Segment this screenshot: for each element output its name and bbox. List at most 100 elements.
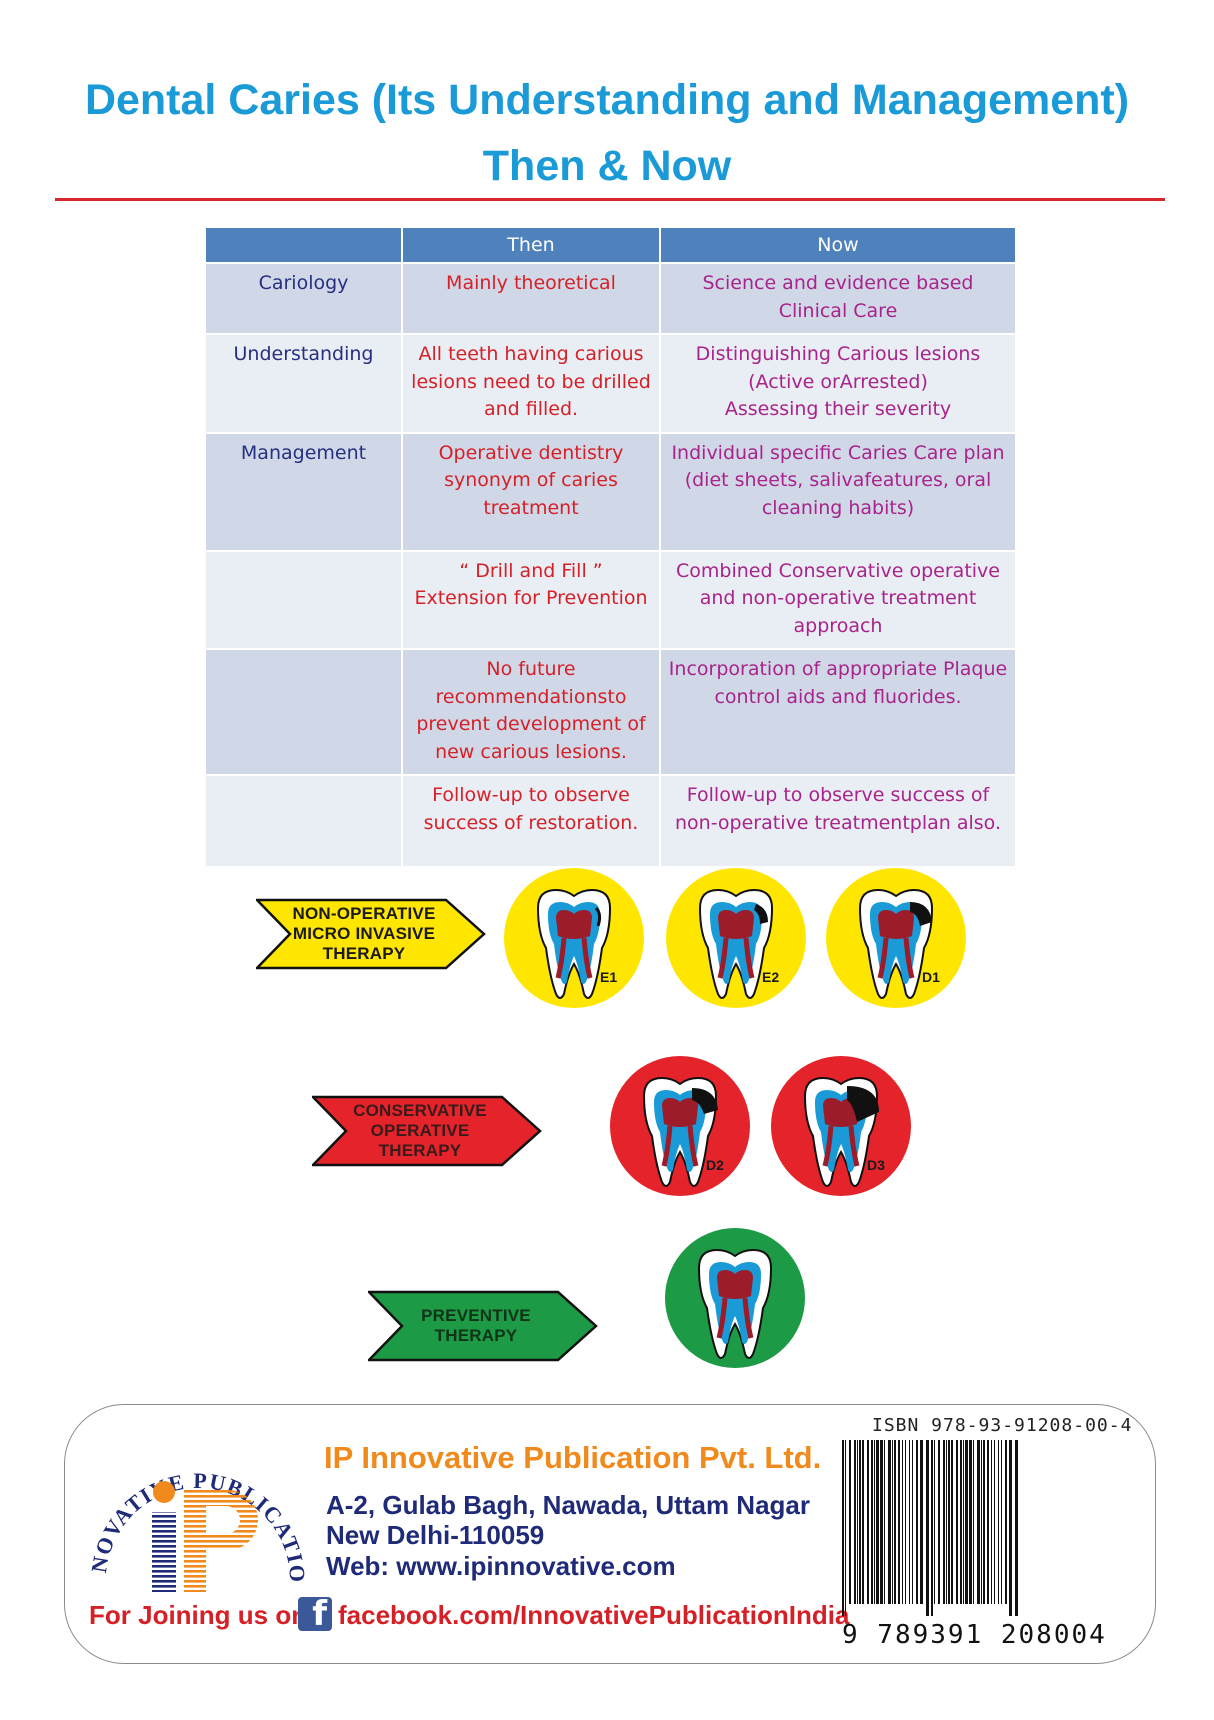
barcode-bar	[991, 1440, 992, 1604]
cell-line: Follow-up to observe success of	[686, 784, 990, 806]
stage-label: D2	[706, 1157, 724, 1173]
stage-label: D3	[867, 1157, 885, 1173]
table-row: “ Drill and Fill ” Extension for Preventi…	[206, 550, 1017, 650]
tooth-icon	[642, 1076, 718, 1187]
cell-line: Follow-up to observe	[432, 784, 630, 806]
cell-line: No future	[486, 658, 576, 680]
page-title: Dental Caries (Its Understanding and Man…	[84, 76, 1130, 124]
barcode-bar	[916, 1440, 918, 1604]
barcode-bar	[960, 1440, 962, 1604]
address-line: A-2, Gulab Bagh, Nawada, Uttam Nagar	[326, 1490, 810, 1520]
therapy-label-line: PREVENTIVE	[421, 1306, 531, 1325]
cell-line: recommendationsto	[435, 685, 627, 708]
row-label	[206, 550, 403, 650]
tooth-stage-badge: D2	[610, 1056, 750, 1196]
barcode-bar	[938, 1440, 940, 1604]
cell-line: and filled.	[483, 398, 579, 420]
then-cell: “ Drill and Fill ” Extension for Preventi…	[402, 550, 661, 650]
cell-line: success of restoration.	[423, 811, 639, 834]
website-link[interactable]: Web: www.ipinnovative.com	[326, 1551, 676, 1581]
cell-line: “ Drill and Fill ”	[459, 559, 603, 582]
therapy-arrow	[312, 1095, 542, 1167]
barcode-bar	[849, 1440, 851, 1604]
comparison-table: Then Now Cariology Mainly theoretical Scie…	[206, 228, 1017, 868]
barcode-bar	[998, 1440, 999, 1604]
barcode-bar	[867, 1440, 869, 1604]
then-cell: No future recommendationsto prevent develo…	[402, 649, 661, 776]
then-cell: Mainly theoretical	[402, 263, 661, 335]
barcode-bar	[1001, 1440, 1002, 1604]
tooth-stage-badge: D1	[826, 868, 966, 1008]
barcode-bar	[963, 1440, 964, 1604]
arrow-shape	[312, 1095, 542, 1167]
cell-line: Operative dentistry	[438, 441, 624, 464]
barcode-bar	[862, 1440, 864, 1604]
isbn-label: ISBN 978-93-91208-00-4	[872, 1415, 1133, 1436]
barcode-bar	[871, 1440, 873, 1604]
cell-line: Science and evidence based	[702, 272, 974, 294]
barcode-bar	[983, 1440, 985, 1604]
therapy-label-line: THERAPY	[434, 1326, 518, 1345]
row-label: Cariology	[206, 263, 403, 335]
facebook-link[interactable]: facebook.com/InnovativePublicationIndia	[338, 1600, 850, 1630]
barcode-bar	[956, 1440, 958, 1604]
cell-line: (diet sheets, salivafeatures, oral	[684, 469, 992, 491]
stage-label: E2	[762, 969, 779, 985]
cell-line: Individual specific Caries Care plan	[671, 441, 1005, 464]
cell-line: non-operative treatmentplan also.	[675, 811, 1001, 834]
cell-line: Extension for Prevention	[414, 587, 648, 609]
cell-line: Clinical Care	[778, 299, 898, 322]
isbn-barcode	[842, 1440, 1018, 1616]
barcode-bar	[888, 1440, 891, 1604]
column-header: Now	[660, 228, 1017, 264]
therapy-label-line: THERAPY	[378, 1141, 462, 1160]
therapy-arrow	[256, 898, 486, 970]
column-header: Then	[402, 228, 661, 264]
tooth-stage-badge: E2	[666, 868, 806, 1008]
stage-label: D1	[922, 969, 940, 985]
cell-line: approach	[793, 614, 883, 637]
barcode-bar	[842, 1440, 844, 1616]
table-row: Management Operative dentistry synonym of …	[206, 432, 1017, 552]
cell-line: Combined Conservative operative	[676, 559, 1000, 582]
barcode-bar	[973, 1440, 974, 1604]
page-subtitle: Then & Now	[482, 142, 732, 190]
tooth-icon	[803, 1076, 879, 1187]
barcode-bar	[948, 1440, 950, 1604]
barcode-bar	[845, 1440, 846, 1616]
tooth-icon	[536, 888, 612, 999]
barcode-bar	[926, 1440, 929, 1616]
barcode-bar	[1009, 1440, 1012, 1616]
table-row: Cariology Mainly theoretical Science and e…	[206, 263, 1017, 335]
barcode-bar	[902, 1440, 903, 1604]
tooth-icon	[698, 888, 774, 999]
publisher-logo: INNOVATIVE PUBLICATION	[80, 1420, 309, 1592]
barcode-bar	[987, 1440, 989, 1604]
barcode-digits: 9 789391 208004	[842, 1620, 1107, 1650]
cell-line: treatment	[483, 496, 579, 519]
tooth-icon	[697, 1248, 773, 1359]
then-cell: Operative dentistry synonym of caries trea…	[402, 432, 661, 552]
facebook-icon[interactable]: f	[298, 1594, 332, 1634]
cell-line: Distinguishing Carious lesions	[695, 343, 981, 365]
barcode-bar	[943, 1440, 945, 1604]
arrow-shape	[256, 898, 486, 970]
barcode-bar	[880, 1440, 883, 1604]
row-label: Management	[206, 432, 403, 552]
cell-line: synonym of caries	[444, 469, 618, 491]
therapy-label-line: OPERATIVE	[370, 1121, 470, 1140]
barcode-bar	[977, 1440, 980, 1604]
now-cell: Individual specific Caries Care plan (die…	[660, 432, 1017, 552]
cell-line: prevent development of	[416, 713, 646, 735]
therapy-arrow	[368, 1290, 598, 1362]
cell-line: Mainly theoretical	[446, 272, 616, 294]
barcode-bar	[969, 1440, 972, 1604]
now-cell: Follow-up to observe success of non-opera…	[660, 775, 1017, 868]
table-row: Follow-up to observe success of restorati…	[206, 775, 1017, 868]
table-header-row: Then Now	[206, 228, 1017, 264]
